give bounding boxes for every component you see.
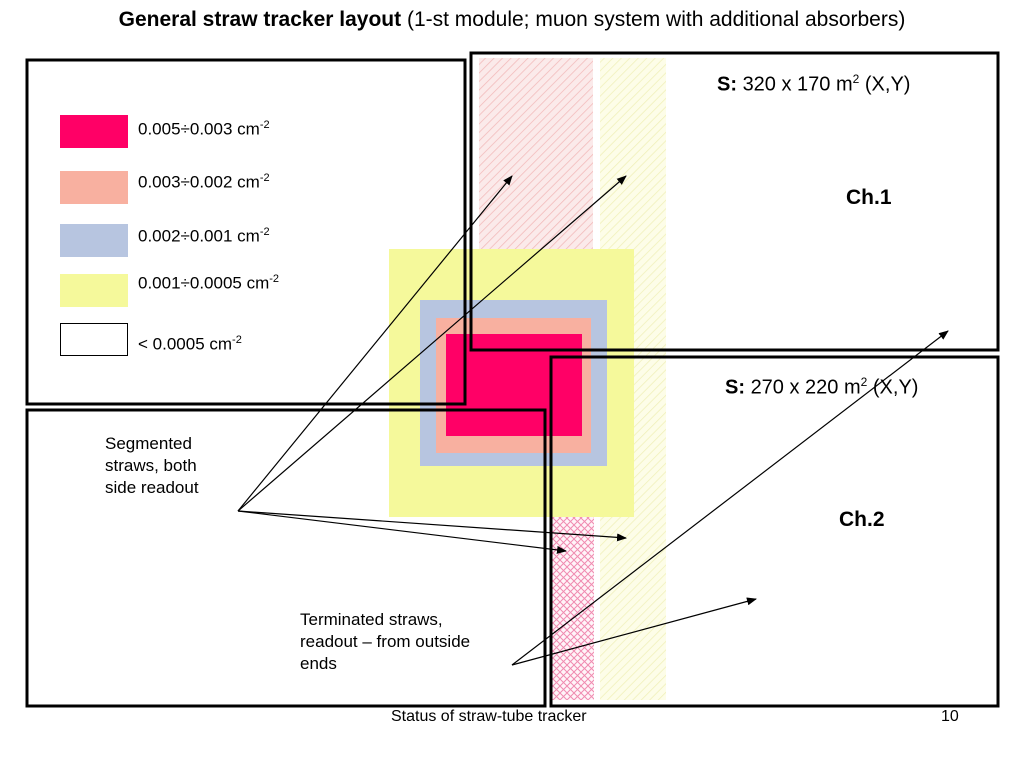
terminated-straws-note: Terminated straws, readout – from outsid… bbox=[300, 610, 471, 673]
segmented-arrow-4 bbox=[237, 510, 567, 554]
legend-swatch-2 bbox=[60, 170, 128, 204]
ch2-area: S: 270 x 220 m2 (X,Y) bbox=[725, 375, 919, 399]
legend-swatch-1 bbox=[60, 114, 128, 148]
page-number: 10 bbox=[941, 708, 959, 725]
title-bold: General straw tracker layout bbox=[118, 8, 402, 31]
legend-label-3: 0.002÷0.001 cm-2 bbox=[138, 226, 270, 246]
legend-item-1 bbox=[60, 114, 128, 148]
lower-left-frame bbox=[25, 408, 547, 708]
legend-swatch-3 bbox=[60, 223, 128, 257]
upper-segmented-strip bbox=[479, 58, 593, 250]
segmented-straws-note: Segmented straws, both side readout bbox=[105, 434, 199, 497]
legend-swatch-5 bbox=[60, 322, 128, 356]
ch1-frame bbox=[469, 51, 1000, 352]
segmented-arrow-1 bbox=[237, 175, 513, 512]
legend-swatch-4 bbox=[60, 273, 128, 307]
ch2-frame bbox=[549, 355, 1000, 708]
legend-label-4: 0.001÷0.0005 cm-2 bbox=[138, 273, 280, 293]
legend-item-5 bbox=[60, 322, 128, 356]
legend-frame bbox=[25, 58, 467, 406]
ch2-label: Ch.2 bbox=[839, 508, 885, 531]
legend-item-3 bbox=[60, 223, 128, 257]
legend-label-5: < 0.0005 cm-2 bbox=[138, 334, 242, 354]
legend-label-1: 0.005÷0.003 cm-2 bbox=[138, 119, 270, 139]
lower-segmented-strip bbox=[552, 517, 594, 700]
legend-item-2 bbox=[60, 170, 128, 204]
terminated-arrow-2 bbox=[511, 597, 757, 666]
legend-item-4 bbox=[60, 273, 128, 307]
title-rest: (1-st module; muon system with additiona… bbox=[406, 8, 906, 31]
ch1-area: S: 320 x 170 m2 (X,Y) bbox=[717, 72, 911, 96]
footer-text: Status of straw-tube tracker bbox=[391, 708, 587, 725]
ch1-label: Ch.1 bbox=[846, 186, 892, 209]
segmented-arrow-2 bbox=[237, 175, 627, 512]
segmented-arrow-3 bbox=[237, 510, 627, 542]
slide-title: General straw tracker layout (1-st modul… bbox=[0, 8, 1024, 32]
terminated-arrow-1 bbox=[511, 330, 949, 666]
legend-label-2: 0.003÷0.002 cm-2 bbox=[138, 172, 270, 192]
